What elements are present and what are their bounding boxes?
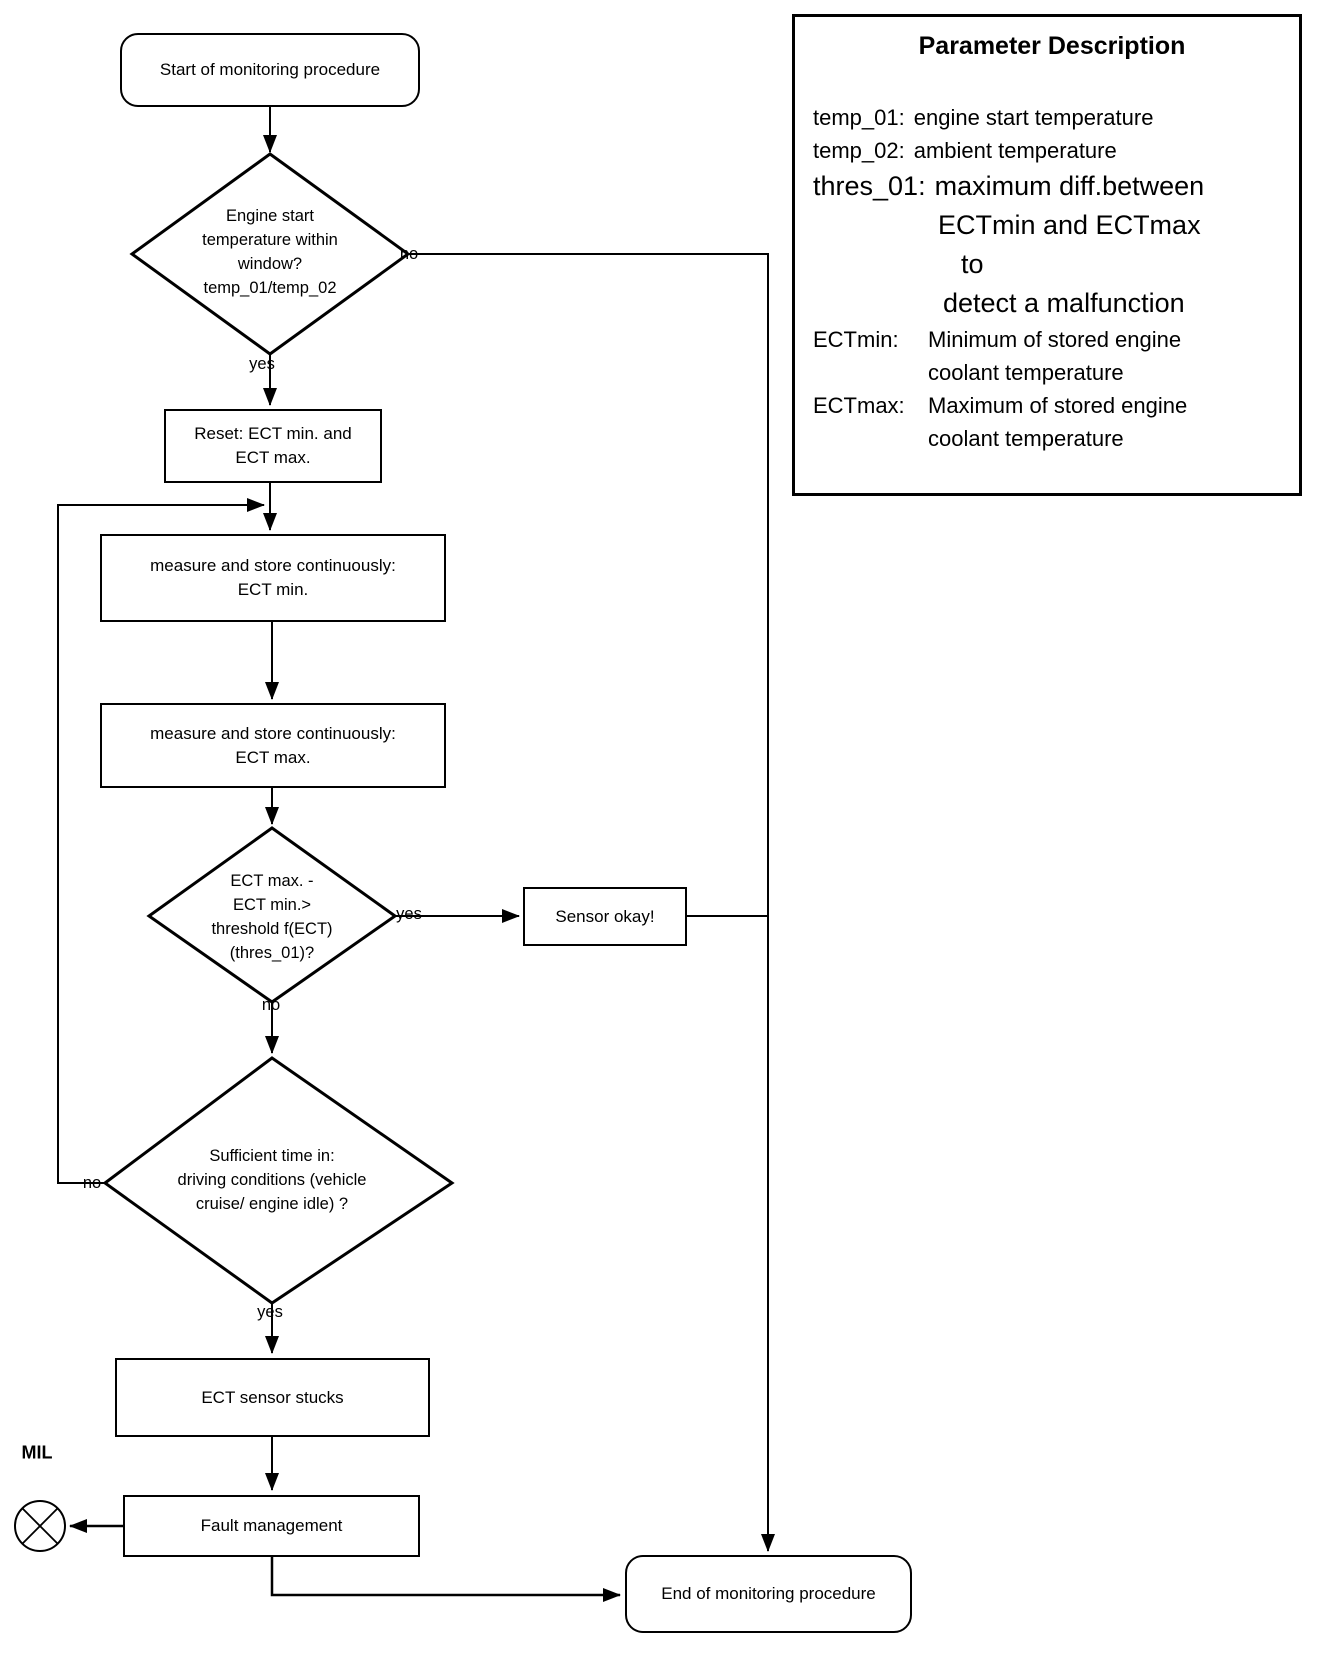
decision-threshold-text: ECT max. - ECT min.> threshold f(ECT) (t… — [211, 872, 333, 962]
node-measure-min-line1: measure and store continuously: — [150, 556, 396, 575]
node-measure-max-line2: ECT max. — [235, 747, 311, 767]
label-engine-window-no: no — [399, 245, 419, 263]
node-measure-max-line1: measure and store continuously: — [150, 723, 396, 743]
label-threshold-yes: yes — [396, 905, 422, 923]
node-reset-line1: Reset: ECT min. and — [194, 424, 352, 443]
legend-row-ectmax-cont: coolant temperature — [928, 426, 1124, 451]
decision-time-text: Sufficient time in: driving conditions (… — [177, 1147, 367, 1213]
legend-title: Parameter Description — [918, 32, 1186, 60]
legend-row-temp02: temp_02:ambient temperature — [813, 138, 1117, 163]
legend-row-ectmin-cont: coolant temperature — [928, 360, 1124, 385]
edge-engine-window-no-to-end — [408, 253, 775, 1552]
label-time-yes: yes — [257, 1303, 283, 1321]
legend-row-thres01: thres_01:maximum diff.between — [813, 171, 1205, 201]
node-sensor-stuck-label: ECT sensor stucks — [201, 1387, 344, 1407]
node-sensor-okay: Sensor okay! — [523, 887, 687, 946]
decision-engine-window-text: Engine start temperature within window? … — [202, 207, 338, 297]
legend-row-thres01-cont2: to — [961, 249, 984, 279]
node-reset: Reset: ECT min. and ECT max. — [164, 409, 382, 483]
node-sensor-okay-label: Sensor okay! — [555, 906, 655, 926]
node-fault-management-label: Fault management — [200, 1516, 343, 1535]
node-end: End of monitoring procedure — [625, 1555, 912, 1633]
mil-indicator-icon — [14, 1500, 66, 1552]
node-end-label: End of monitoring procedure — [661, 1584, 876, 1603]
legend-row-thres01-cont3: detect a malfunction — [943, 288, 1185, 318]
edge-fault-to-end — [270, 1557, 621, 1602]
legend-row-temp01: temp_01:engine start temperature — [813, 105, 1154, 130]
node-start-label: Start of monitoring procedure — [159, 60, 381, 79]
label-threshold-no: no — [261, 996, 281, 1014]
edge-time-no-loop — [57, 498, 265, 1184]
node-fault-management: Fault management — [123, 1495, 420, 1557]
label-engine-window-yes: yes — [249, 355, 275, 373]
node-sensor-stuck: ECT sensor stucks — [115, 1358, 430, 1437]
node-start: Start of monitoring procedure — [120, 33, 420, 107]
parameter-description-panel: Parameter Description temp_01:engine sta… — [792, 14, 1302, 496]
node-measure-min: measure and store continuously: ECT min. — [100, 534, 446, 622]
node-measure-max: measure and store continuously: ECT max. — [100, 703, 446, 788]
legend-row-thres01-cont1: ECTmin and ECTmax — [938, 210, 1201, 240]
legend-row-ectmin: ECTmin: Minimum of stored engine — [813, 327, 1182, 352]
node-measure-min-line2: ECT min. — [237, 580, 309, 599]
node-reset-line2: ECT max. — [235, 448, 311, 467]
mil-label: MIL — [21, 1442, 53, 1463]
label-time-no: no — [82, 1174, 102, 1192]
legend-row-ectmax: ECTmax: Maximum of stored engine — [813, 393, 1188, 418]
